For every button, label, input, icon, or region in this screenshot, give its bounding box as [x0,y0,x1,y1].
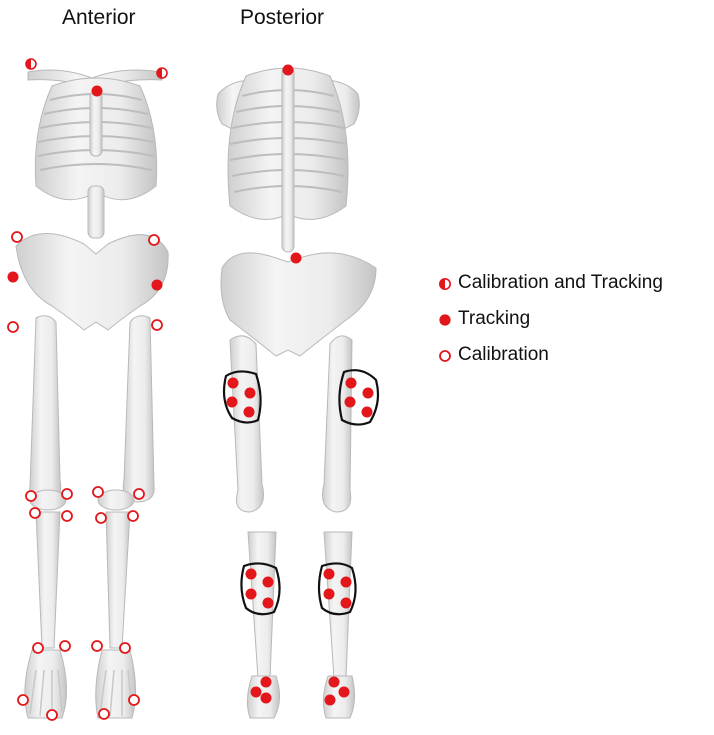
tracking-marker [262,576,274,588]
calibration-marker [127,510,139,522]
tracking-marker [328,676,340,688]
calibration-marker [128,694,140,706]
cluster-posterior-right-thigh [338,369,380,426]
half-marker [25,58,37,70]
calibration-marker [91,640,103,652]
tracking-marker [243,406,255,418]
tracking-marker [345,377,357,389]
posterior-title: Posterior [240,6,325,29]
posterior-left-femur [229,335,264,513]
posterior-right-femur [322,335,353,513]
calibration-marker [32,642,44,654]
cluster-posterior-left-thigh [222,370,262,424]
legend-label: Calibration [458,344,549,365]
tracking-marker [7,271,19,283]
tracking-marker [260,692,272,704]
tracking-marker [262,597,274,609]
anterior-right-tibia [105,511,131,649]
half-marker [156,67,168,79]
tracking-marker [324,694,336,706]
calibration-marker [61,488,73,500]
markers [7,58,374,721]
tracking-marker [340,597,352,609]
cluster-posterior-left-shank [240,562,281,616]
tracking-marker [91,85,103,97]
calibration-marker [151,319,163,331]
anterior-right-knee [97,489,135,511]
anterior-title: Anterior [62,6,136,29]
calibration-marker [133,488,145,500]
calibration-marker [98,708,110,720]
anterior-pelvis [15,233,169,331]
anterior-left-foot [24,649,68,719]
tracking-marker [290,252,302,264]
tracking-marker [323,568,335,580]
legend-label: Calibration and Tracking [458,272,663,293]
calibration-marker [59,640,71,652]
anterior-right-femur [122,315,155,503]
calibration-marker [148,234,160,246]
tracking-marker [151,279,163,291]
posterior-skeleton [216,65,377,719]
anterior-left-femur [29,315,62,503]
tracking-marker [361,406,373,418]
tracking-marker [362,387,374,399]
anterior-sternum [89,91,103,157]
tracking-marker [260,676,272,688]
half-filled-marker-icon [439,278,451,290]
calibration-marker [11,231,23,243]
calibration-marker [95,512,107,524]
calibration-marker [7,321,19,333]
calibration-marker [61,510,73,522]
tracking-marker [227,377,239,389]
calibration-marker [92,486,104,498]
calibration-marker [25,490,37,502]
posterior-spine [281,65,295,253]
tracking-marker [226,396,238,408]
cluster-posterior-right-shank [317,562,357,616]
tracking-marker [323,588,335,600]
calibration-marker [17,694,29,706]
filled-marker-icon [439,314,451,326]
calibration-marker [46,709,58,721]
legend-label: Tracking [458,308,531,329]
posterior-pelvis [220,252,377,357]
tracking-marker [250,686,262,698]
calibration-marker [29,507,41,519]
marker-clusters [222,369,380,616]
tracking-marker [340,576,352,588]
tracking-marker [245,588,257,600]
anterior-skeleton [15,69,169,719]
tracking-marker [282,64,294,76]
anterior-right-foot [95,649,137,719]
calibration-marker [119,642,131,654]
open-marker-icon [439,350,451,362]
tracking-marker [344,396,356,408]
tracking-marker [338,686,350,698]
tracking-marker [245,568,257,580]
anterior-spine [87,185,105,239]
anterior-left-tibia [35,511,61,649]
tracking-marker [244,387,256,399]
